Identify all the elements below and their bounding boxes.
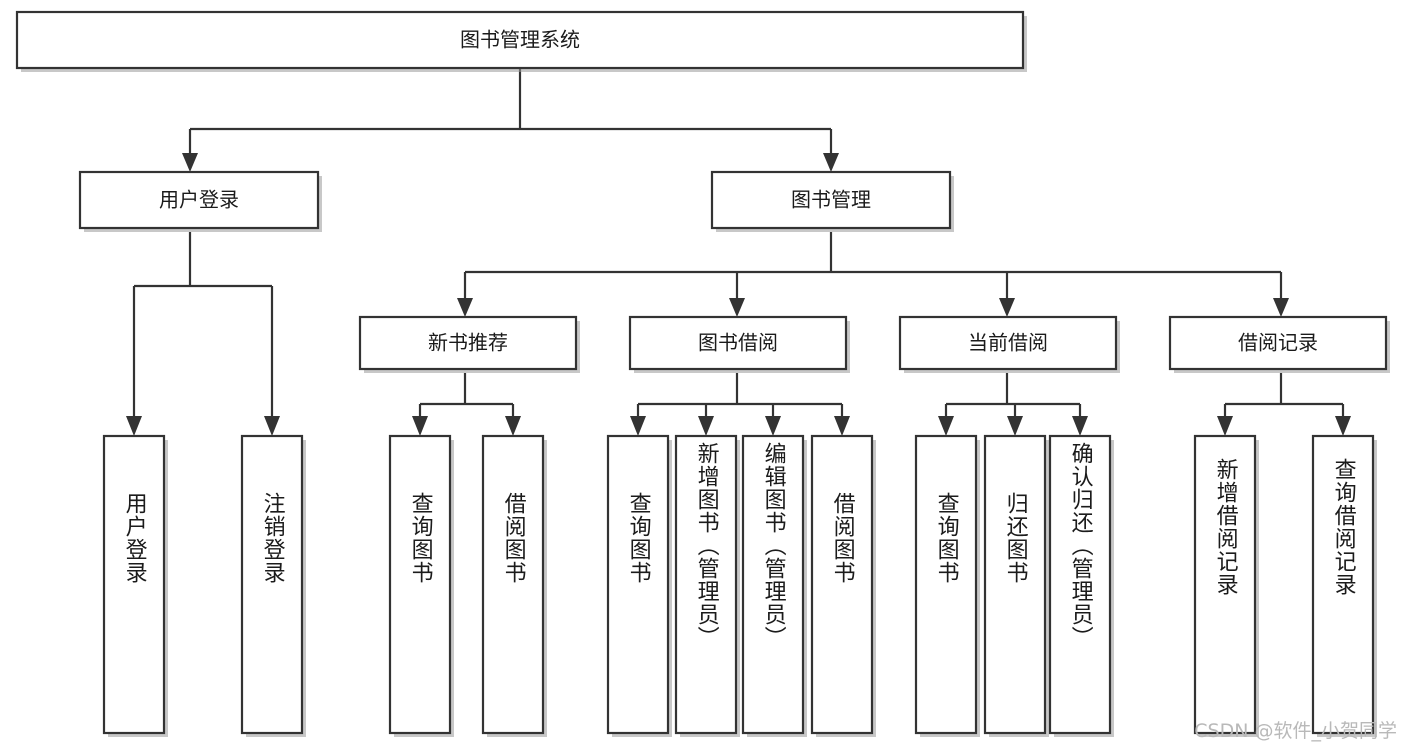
root-node-box[interactable] <box>15 10 1025 70</box>
level3-node-3-label: 当前借阅 <box>968 331 1048 355</box>
arrow-current-leaf-1 <box>938 416 954 436</box>
leaf-node-query-borrow-record[interactable] <box>1311 434 1375 735</box>
level3-node-1-label: 新书推荐 <box>428 331 508 355</box>
leaf-node-confirm-return-admin[interactable] <box>1048 434 1112 735</box>
level2-node-book-mgmt[interactable] <box>710 170 952 230</box>
arrow-record-leaf-2 <box>1335 416 1351 436</box>
arrow-borrow-leaf-4 <box>834 416 850 436</box>
arrow-newbook-leaf-2 <box>505 416 521 436</box>
leaf-node-borrow-book-newbook[interactable] <box>481 434 545 735</box>
leaf-node-add-book-admin[interactable] <box>674 434 738 735</box>
level2-node-1-label: 用户登录 <box>159 188 239 212</box>
level2-node-2-label: 图书管理 <box>791 188 871 212</box>
level3-node-2-label: 图书借阅 <box>698 331 778 355</box>
edges-layer <box>126 68 1351 436</box>
arrow-bookmgmt-child-4 <box>1273 298 1289 317</box>
arrow-newbook-leaf-1 <box>412 416 428 436</box>
leaf-node-query-book-current[interactable] <box>914 434 978 735</box>
level3-node-4-label: 借阅记录 <box>1238 331 1318 355</box>
arrow-borrow-leaf-2 <box>698 416 714 436</box>
level3-node-new-book[interactable] <box>358 315 578 371</box>
arrow-current-leaf-2 <box>1007 416 1023 436</box>
nodes-layer: 图书管理系统 用户登录 图书管理 新书推荐 图书借阅 当前借阅 借阅记录 <box>15 10 1390 737</box>
level2-node-user-login[interactable] <box>78 170 320 230</box>
level3-node-current-borrow[interactable] <box>898 315 1118 371</box>
level3-node-borrow[interactable] <box>628 315 848 371</box>
leaf-node-edit-book-admin[interactable] <box>741 434 805 735</box>
arrow-root-to-book-mgmt <box>823 153 839 172</box>
leaf-node-user-login[interactable] <box>102 434 166 735</box>
arrow-userlogin-child-1 <box>126 416 142 436</box>
leaf-node-logout[interactable] <box>240 434 304 735</box>
leaf-node-query-book-borrow[interactable] <box>606 434 670 735</box>
arrow-borrow-leaf-1 <box>630 416 646 436</box>
arrow-userlogin-child-2 <box>264 416 280 436</box>
leaf-node-query-book-newbook[interactable] <box>388 434 452 735</box>
leaf-node-borrow-book-borrow[interactable] <box>810 434 874 735</box>
arrow-bookmgmt-child-1 <box>457 298 473 317</box>
leaf-node-add-borrow-record[interactable] <box>1193 434 1257 735</box>
arrow-borrow-leaf-3 <box>765 416 781 436</box>
arrow-record-leaf-1 <box>1217 416 1233 436</box>
level3-node-borrow-record[interactable] <box>1168 315 1388 371</box>
arrow-root-to-user-login <box>182 153 198 172</box>
root-node-label: 图书管理系统 <box>460 28 580 52</box>
arrow-current-leaf-3 <box>1072 416 1088 436</box>
arrow-bookmgmt-child-3 <box>999 298 1015 317</box>
leaf-node-return-book[interactable] <box>983 434 1047 735</box>
arrow-bookmgmt-child-2 <box>729 298 745 317</box>
